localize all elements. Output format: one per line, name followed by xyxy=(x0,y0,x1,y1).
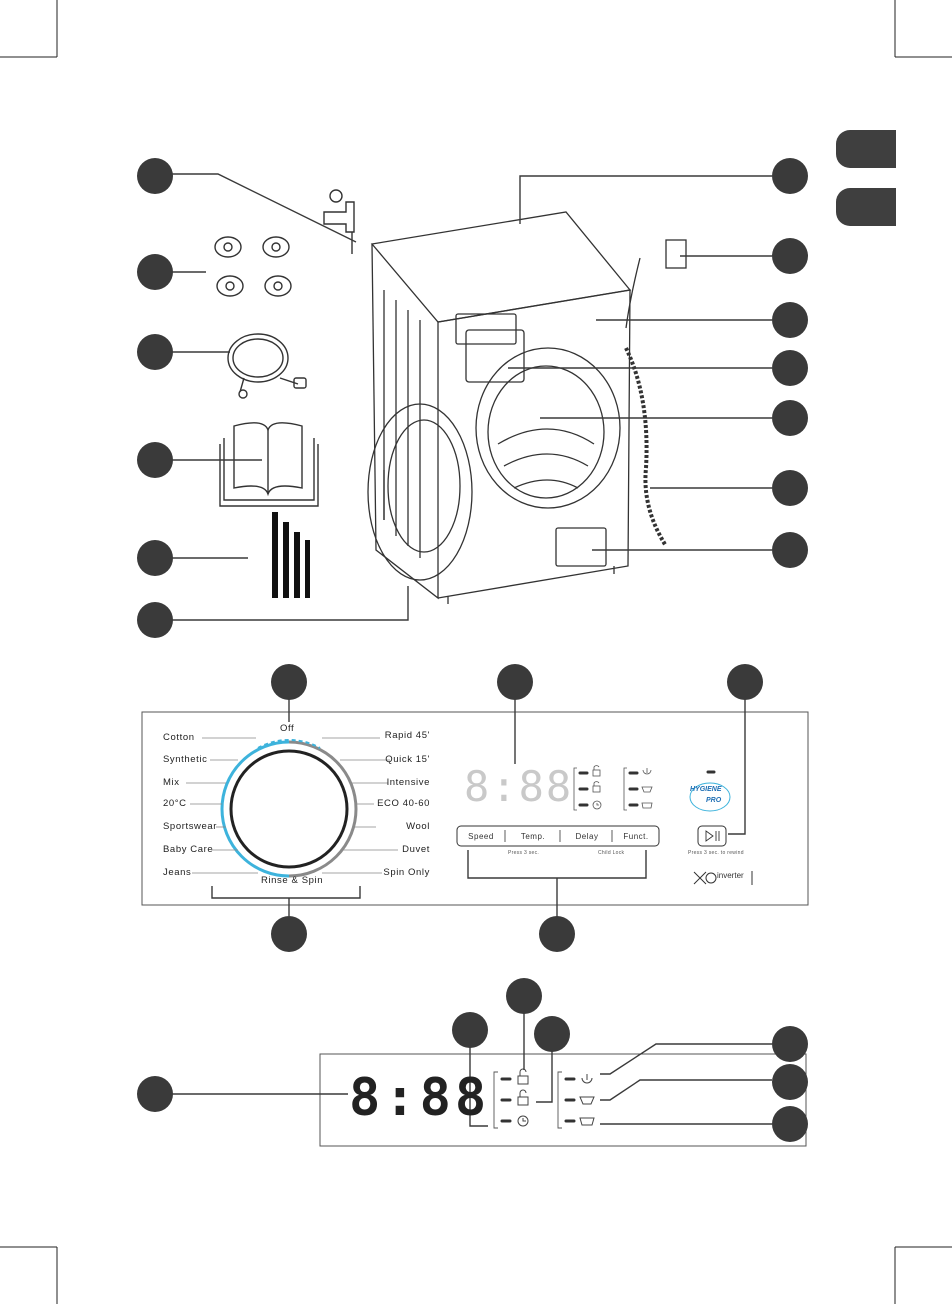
program-label-right-5: Wool xyxy=(370,821,430,832)
program-label-right-4: ECO 40-60 xyxy=(360,798,430,809)
hygiene-logo-text: HYGIENE xyxy=(690,786,722,793)
dial-rinse-spin-label: Rinse & Spin xyxy=(261,875,323,886)
detail-digit-display: 8:88 xyxy=(349,1070,490,1126)
program-label-left-4: 20°C xyxy=(163,798,187,809)
transport-caps-icon xyxy=(215,237,291,296)
detail-status-icons xyxy=(518,1069,594,1126)
program-label-left-3: Mix xyxy=(163,777,180,788)
callout-lines-upper xyxy=(172,174,772,620)
delay-button[interactable]: Delay xyxy=(562,832,612,841)
program-label-left-1: Cotton xyxy=(163,732,195,743)
program-dial[interactable] xyxy=(222,740,356,876)
callout-markers-upper xyxy=(137,158,808,638)
indicator-leds-detail xyxy=(502,1079,574,1121)
child-lock-note: Child Lock xyxy=(598,850,624,856)
rewind-note: Press 3 sec. to rewind xyxy=(688,850,744,856)
program-label-right-2: Quick 15' xyxy=(370,754,430,765)
panel-status-icons xyxy=(593,766,652,809)
temp-button[interactable]: Temp. xyxy=(507,832,559,841)
water-tap-icon xyxy=(324,190,354,254)
label-bars-icon xyxy=(272,512,310,598)
function-button[interactable]: Funct. xyxy=(614,832,658,841)
manual-book-icon xyxy=(220,423,318,506)
program-label-right-6: Duvet xyxy=(370,844,430,855)
program-label-left-5: Sportswear xyxy=(163,821,217,832)
start-pause-button[interactable] xyxy=(698,826,726,846)
panel-digit-display: 8:88 xyxy=(464,764,573,810)
program-label-left-2: Synthetic xyxy=(163,754,207,765)
washing-machine-drawing xyxy=(368,212,686,604)
pro-logo-text: PRO xyxy=(706,797,721,804)
program-label-right-7: Spin Only xyxy=(370,867,430,878)
program-label-right-3: Intensive xyxy=(370,777,430,788)
program-label-left-7: Jeans xyxy=(163,867,191,878)
speed-button[interactable]: Speed xyxy=(459,832,503,841)
program-label-left-6: Baby Care xyxy=(163,844,213,855)
press-3-sec-note: Press 3 sec. xyxy=(508,850,539,856)
inverter-logo-text: inverter xyxy=(717,871,744,880)
program-label-right-1: Rapid 45' xyxy=(370,730,430,741)
inlet-hose-icon xyxy=(228,334,306,398)
dial-off-label: Off xyxy=(280,723,294,734)
